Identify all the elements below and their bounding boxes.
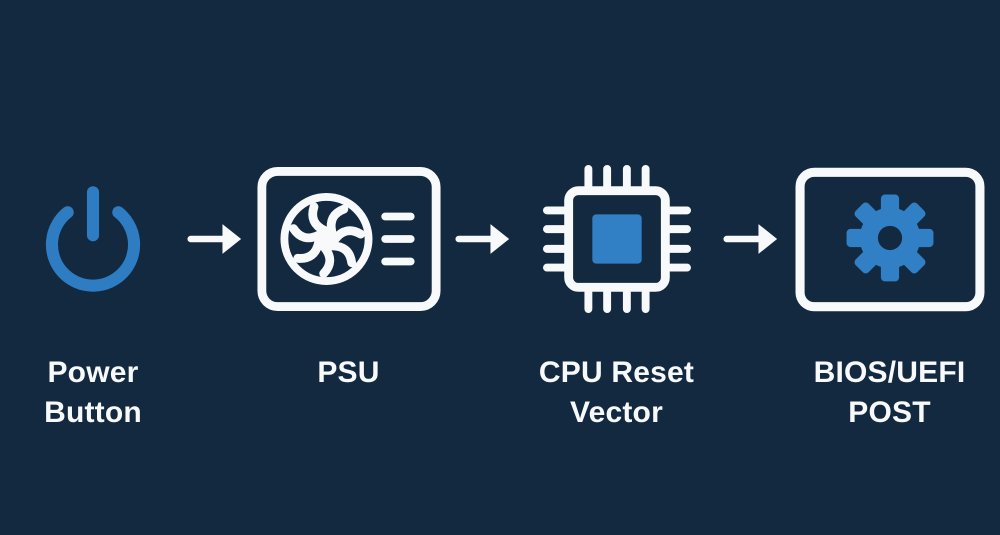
step-bios-uefi-post: BIOS/UEFI POST — [790, 163, 990, 432]
gear-icon — [794, 163, 986, 315]
power-icon — [37, 163, 149, 315]
step-label-psu: PSU — [317, 356, 380, 389]
arrow-right-icon — [454, 163, 512, 315]
step-power-button: Power Button — [11, 163, 176, 432]
arrow-right-icon — [722, 163, 780, 315]
step-psu: PSU — [254, 163, 444, 393]
flow-diagram: Power Button — [11, 163, 990, 432]
step-cpu-reset-vector: CPU Reset Vector — [522, 163, 712, 432]
cpu-chip-icon — [542, 163, 691, 315]
arrow-right-icon — [186, 163, 244, 315]
step-label-bios-uefi-post: BIOS/UEFI POST — [813, 356, 966, 429]
psu-fan-icon — [256, 163, 442, 315]
step-label-cpu-reset-vector: CPU Reset Vector — [538, 356, 695, 429]
step-label-power-button: Power Button — [44, 356, 142, 429]
